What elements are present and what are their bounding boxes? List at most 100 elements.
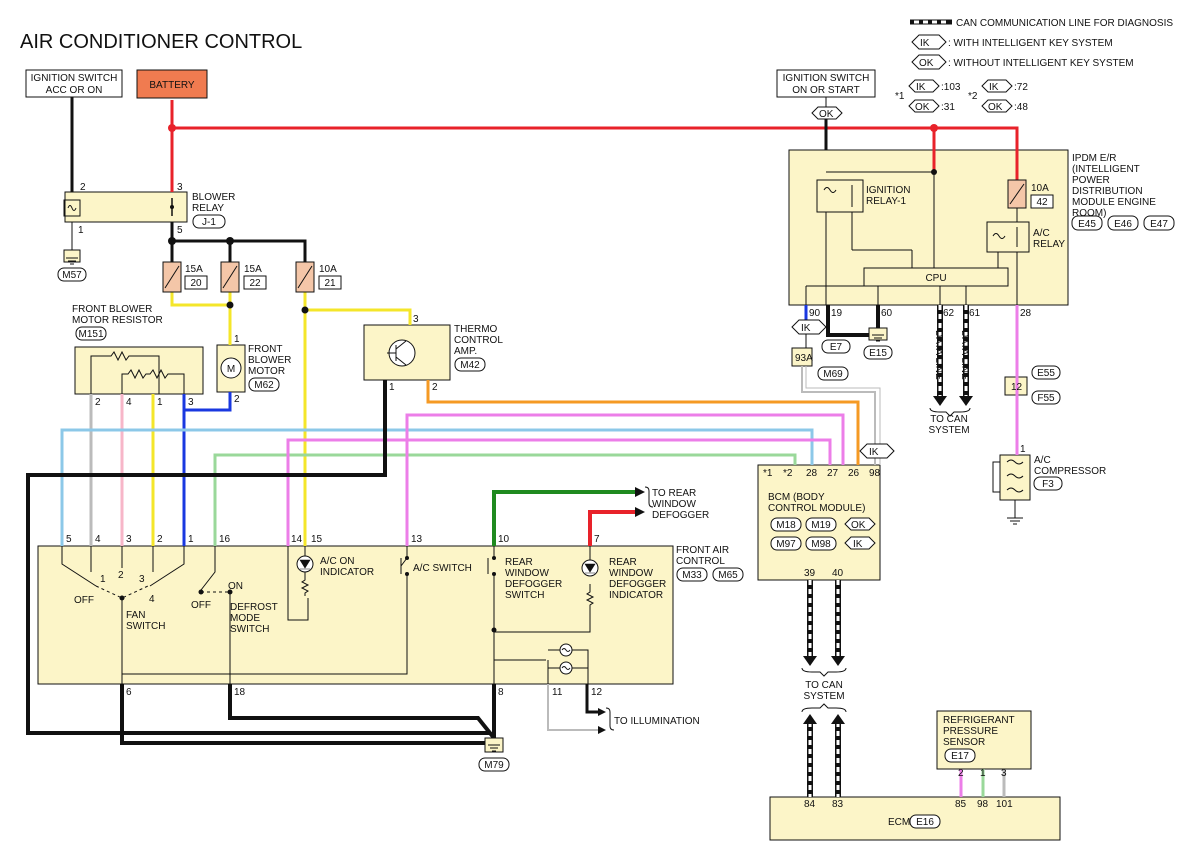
- sensor-label-2: PRESSURE: [943, 726, 998, 737]
- relay-coil: [63, 199, 81, 217]
- m62-label: M62: [254, 380, 274, 391]
- m65-pill: [712, 567, 744, 582]
- bcm-pin-26: 26: [848, 468, 860, 479]
- ipdm-label-4: DISTRIBUTION: [1072, 186, 1143, 197]
- legend-can-text: CAN COMMUNICATION LINE FOR DIAGNOSIS: [956, 18, 1173, 29]
- arrow-illum-2: [598, 708, 606, 716]
- bcm-ik-tag-2: [844, 536, 876, 550]
- ign-acc-label-1: IGNITION SWITCH: [31, 73, 118, 84]
- to-rear-label-3: DEFOGGER: [652, 510, 709, 521]
- rwi-wiring: [494, 546, 595, 633]
- cpu-label: CPU: [925, 273, 946, 284]
- resistor-element-1: [90, 350, 160, 394]
- compressor-pin-1: 1: [1020, 444, 1026, 455]
- m65-label: M65: [718, 570, 738, 581]
- m57-pill: [57, 267, 87, 282]
- wire-blue-motor: [182, 392, 232, 412]
- battery-box: [136, 69, 208, 99]
- can-brace-ecm: [801, 703, 847, 713]
- ign-acc-box: [25, 69, 123, 98]
- fuse-20-num: 20: [190, 278, 202, 289]
- can-brace-bcm: [801, 667, 847, 677]
- ecm-pin-101: 101: [996, 799, 1013, 810]
- wire-gray-m69-b: [805, 366, 881, 465]
- f55-pill: [1031, 390, 1061, 405]
- arrow-can-40: [831, 656, 845, 666]
- fan-switch-wiring: [61, 546, 185, 587]
- bcm-label-1: BCM (BODY: [768, 492, 825, 503]
- m151-label: M151: [78, 329, 103, 340]
- thermo-pin-1: 1: [389, 382, 395, 393]
- defrost-off: OFF: [191, 600, 211, 611]
- wire-thermo-gnd: [26, 380, 490, 735]
- wire-pin18-gnd: [228, 684, 496, 740]
- legend-s1-ik-tag: [908, 79, 940, 93]
- rwi-label-1: REAR: [609, 557, 637, 568]
- legend-s1-ik-val: :103: [941, 82, 961, 93]
- relay-conn-label: J-1: [202, 217, 216, 228]
- m97-pill: [770, 536, 802, 551]
- fan-switch-label-2: SWITCH: [126, 621, 165, 632]
- fuse-22-num-box: [243, 275, 267, 290]
- fuse-21-amp: 10A: [319, 264, 337, 275]
- ipdm-fuse-symbol: [1009, 183, 1025, 205]
- rw-switch-label-3: DEFOGGER: [505, 579, 562, 590]
- arrow-rear-1: [635, 487, 645, 497]
- fan-pos-4: 4: [149, 594, 155, 605]
- resistor-pin-2: 2: [95, 397, 101, 408]
- ign-start-label-1: IGNITION SWITCH: [783, 73, 870, 84]
- arrow-rear-2: [635, 507, 645, 517]
- relay-pin-1: 1: [78, 225, 84, 236]
- ac-relay-label-2: RELAY: [1033, 239, 1065, 250]
- e17-pill: [944, 748, 976, 763]
- fan-switch-label-1: FAN: [126, 610, 145, 621]
- rw-switch-contact-a: [492, 556, 496, 560]
- e55-pill: [1031, 365, 1061, 380]
- ipdm-pin-28: 28: [1020, 308, 1032, 319]
- relay-pin-3: 3: [177, 182, 183, 193]
- m69-pill: [817, 366, 849, 381]
- ign-start-label-2: ON OR START: [792, 85, 859, 96]
- ac-relay-coil: [992, 233, 1006, 239]
- m98-pill: [805, 536, 837, 551]
- ipdm-ik-label: IK: [801, 323, 811, 334]
- resistor-label-1: FRONT BLOWER: [72, 304, 152, 315]
- motor-pin-1: 1: [234, 334, 240, 345]
- defrost-label-1: DEFROST: [230, 602, 278, 613]
- illum-lamp-2-filament: [561, 666, 571, 670]
- ign-relay-label-2: RELAY-1: [866, 196, 906, 207]
- fac-pin-6: 6: [126, 687, 132, 698]
- fac-pin-4: 4: [95, 534, 101, 545]
- ecm: 84 83 85 98 101 ECM E16: [804, 799, 1013, 829]
- bcm-to-can-2: SYSTEM: [803, 691, 844, 702]
- e46-pill: [1107, 215, 1139, 231]
- fuse-20-amp: 15A: [185, 264, 203, 275]
- ipdm-label-2: (INTELLIGENT: [1072, 164, 1140, 175]
- legend-s1-ok: OK: [915, 102, 930, 113]
- fac-pin-7: 7: [594, 534, 600, 545]
- front-air-control-box: [37, 545, 674, 685]
- m18-pill: [770, 517, 802, 532]
- blower-relay-box: [64, 191, 188, 223]
- ipdm: IGNITION RELAY-1 10A 42 A/C RELAY CPU 90…: [791, 153, 1175, 436]
- legend-s2-ok-tag: [981, 99, 1013, 113]
- cpu-box: [863, 267, 1009, 287]
- diagram-title: AIR CONDITIONER CONTROL: [20, 31, 302, 53]
- wire-red-defogger: [588, 510, 635, 546]
- relay-pin-5: 5: [177, 225, 183, 236]
- blower-motor: M 1 2 FRONT BLOWER MOTOR M62: [220, 334, 291, 405]
- ign-acc-label-2: ACC OR ON: [46, 85, 103, 96]
- ecm-pin-98: 98: [977, 799, 989, 810]
- bcm-ik-tag: [859, 443, 895, 459]
- legend-s2-ik-tag: [981, 79, 1013, 93]
- ipdm-fuse-num: 42: [1036, 197, 1048, 208]
- resistor-pin-1: 1: [157, 397, 163, 408]
- bcm-pin-28: 28: [806, 468, 818, 479]
- junction-red-1: [168, 124, 176, 132]
- ign-start-box: [776, 69, 876, 98]
- thermo-pin-2: 2: [432, 382, 438, 393]
- legend-ok-tag: [911, 54, 947, 70]
- rw-switch-label-2: WINDOW: [505, 568, 549, 579]
- arrow-can-39: [803, 656, 817, 666]
- ipdm-label-3: POWER: [1072, 175, 1110, 186]
